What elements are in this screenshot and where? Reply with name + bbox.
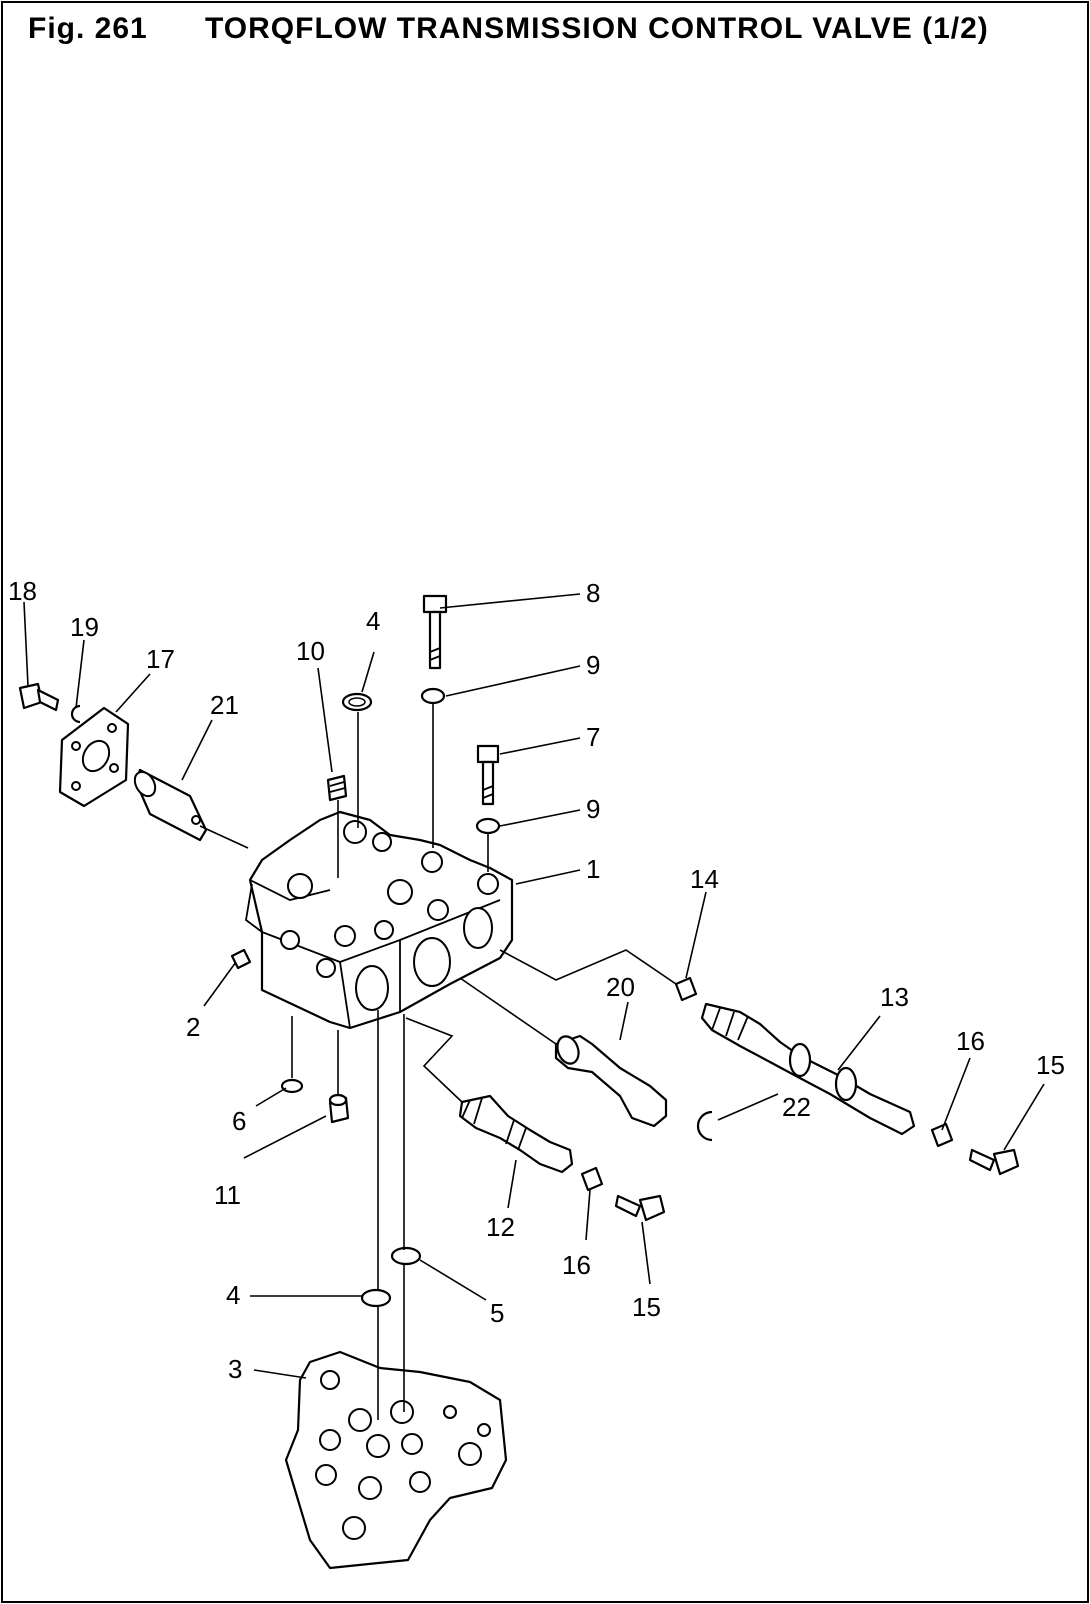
callout-9-lower: 9	[586, 794, 600, 824]
callout-19: 19	[70, 612, 99, 642]
callout-5: 5	[490, 1298, 504, 1328]
callout-16-right: 16	[956, 1026, 985, 1056]
leader-lines	[23, 593, 1045, 1420]
callout-4-lower: 4	[226, 1280, 240, 1310]
part-8-bolt	[422, 594, 448, 670]
callout-6: 6	[232, 1106, 246, 1136]
part-20-spool	[554, 1034, 668, 1128]
part-5-o-ring	[390, 1246, 422, 1266]
callout-15-lower: 15	[632, 1292, 661, 1322]
callout-17: 17	[146, 644, 175, 674]
part-2-plug	[230, 948, 252, 970]
callout-3: 3	[228, 1354, 242, 1384]
part-9-washer-upper	[420, 687, 446, 705]
part-13-spool	[700, 1002, 916, 1136]
callout-22: 22	[782, 1092, 811, 1122]
part-18-bolt	[18, 682, 60, 712]
part-4-o-ring-upper	[341, 692, 373, 712]
part-7-bolt	[476, 744, 500, 806]
part-15-screw-right	[968, 1148, 1020, 1176]
figure-number: Fig. 261	[28, 12, 148, 45]
callout-4-upper: 4	[366, 606, 380, 636]
callout-10: 10	[296, 636, 325, 666]
part-4-o-ring-lower	[360, 1288, 392, 1308]
part-16-nut-lower	[580, 1166, 604, 1192]
part-15-screw-lower	[614, 1194, 666, 1222]
part-10-plug	[326, 774, 348, 802]
callout-18: 18	[8, 576, 37, 606]
part-9-washer-lower	[475, 817, 501, 835]
callout-8: 8	[586, 578, 600, 608]
part-12-spool	[458, 1094, 574, 1174]
callout-numbers: 8 9 7 9 1 4 10 21 17 19 18 2 6 11 14 13 …	[8, 576, 1065, 1384]
callout-20: 20	[606, 972, 635, 1002]
part-19-washer	[70, 704, 81, 724]
figure-title: TORQFLOW TRANSMISSION CONTROL VALVE (1/2…	[205, 12, 989, 45]
callout-1: 1	[586, 854, 600, 884]
callout-7: 7	[586, 722, 600, 752]
callout-16-lower: 16	[562, 1250, 591, 1280]
part-21-sleeve	[133, 768, 208, 842]
callout-9-upper: 9	[586, 650, 600, 680]
part-3-separator-plate	[284, 1350, 508, 1570]
part-17-cover	[58, 706, 130, 808]
part-1-valve-body	[245, 810, 514, 1030]
callout-13: 13	[880, 982, 909, 1012]
callout-11: 11	[214, 1180, 241, 1210]
part-6-o-ring	[280, 1078, 304, 1094]
callout-14: 14	[690, 864, 719, 894]
part-22-snap-ring	[696, 1110, 713, 1142]
callout-12: 12	[486, 1212, 515, 1242]
callout-21: 21	[210, 690, 239, 720]
callout-2: 2	[186, 1012, 200, 1042]
part-14-plug	[674, 976, 698, 1002]
part-11-sleeve	[328, 1093, 350, 1124]
part-16-nut-right	[930, 1122, 954, 1148]
callout-15-right: 15	[1036, 1050, 1065, 1080]
